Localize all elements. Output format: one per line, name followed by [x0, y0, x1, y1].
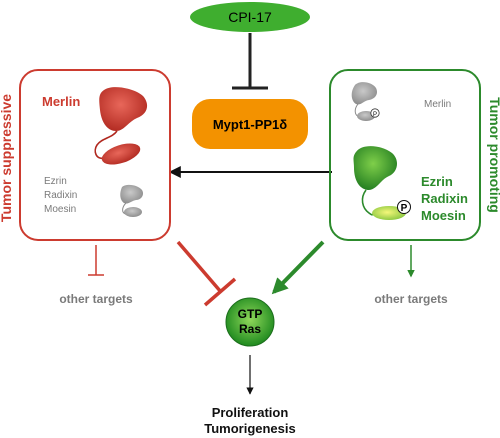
ezrin-label-right: Ezrin [421, 174, 453, 189]
merlin-inactive-protein: P [351, 82, 380, 121]
cpi17-node: CPI-17 [190, 2, 310, 32]
gtp-ras-node: GTP Ras [225, 297, 275, 347]
merlin-label-left: Merlin [42, 94, 80, 109]
mypt1-pp1d-node: Mypt1-PP1δ [192, 99, 308, 149]
radixin-label-left: Radixin [44, 190, 77, 201]
cpi17-label: CPI-17 [228, 9, 272, 25]
gtp-label: GTP [238, 307, 263, 321]
outcome-tumorigenesis: Tumorigenesis [204, 421, 296, 436]
erm-activates-ras-arrow [271, 240, 325, 295]
ras-label: Ras [239, 322, 261, 336]
tumor-suppressive-label: Tumor suppressive [0, 94, 14, 222]
tumor-promoting-label: Tumor promoting [487, 97, 500, 213]
other-targets-left: other targets [59, 292, 133, 306]
tumor-promoting-panel [329, 69, 481, 241]
tumor-suppressive-panel [19, 69, 171, 241]
other-targets-right: other targets [374, 292, 448, 306]
moesin-label-left: Moesin [44, 204, 76, 215]
radixin-label-right: Radixin [421, 191, 468, 206]
cpi17-inhibition-edge [232, 33, 268, 90]
erm-inactive-protein [120, 184, 144, 217]
outcome-proliferation: Proliferation [212, 405, 289, 420]
merlin-label-right: Merlin [424, 99, 451, 110]
suppressive-other-targets-inhibition [88, 245, 104, 276]
mypt1-label: Mypt1-PP1δ [213, 117, 287, 132]
ezrin-label-left: Ezrin [44, 176, 67, 187]
phospho-symbol-merlin: P [373, 112, 377, 118]
moesin-label-right: Moesin [421, 208, 466, 223]
erm-active-protein: P [353, 146, 411, 220]
merlin-active-protein [94, 87, 148, 165]
merlin-inhibits-ras-edge [176, 240, 237, 307]
phospho-symbol-erm: P [401, 203, 408, 214]
